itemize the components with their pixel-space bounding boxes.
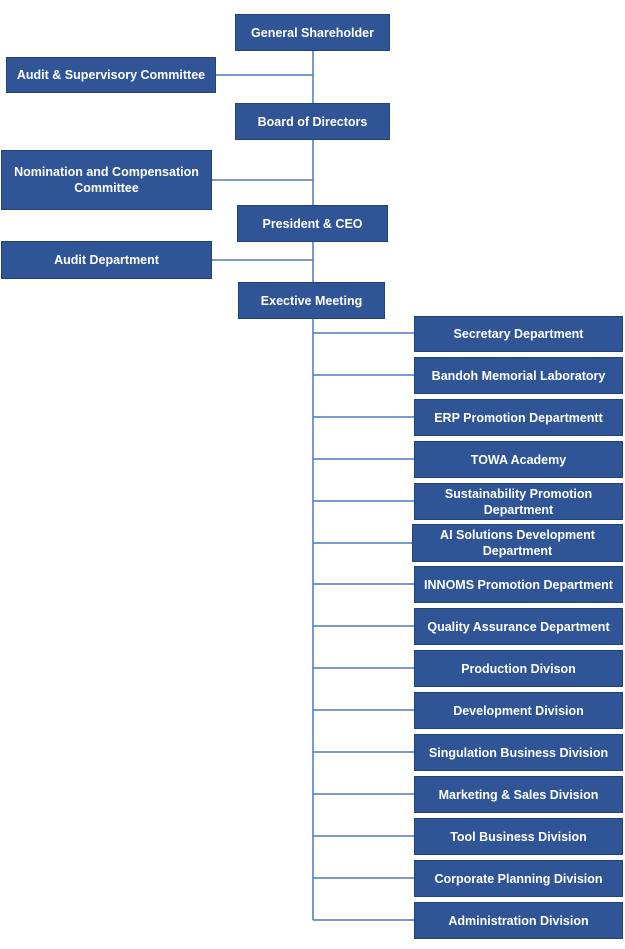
audit-supervisory-committee-box: Audit & Supervisory Committee [6, 57, 216, 93]
department-label: Development Division [453, 703, 584, 718]
department-label: Administration Division [448, 913, 589, 928]
department-box: Corporate Planning Division [414, 860, 623, 897]
general-shareholder-box: General Shareholder [235, 14, 390, 51]
department-label: Tool Business Division [450, 829, 587, 844]
department-box: AI Solutions Development Department [412, 524, 623, 562]
department-label: Marketing & Sales Division [438, 787, 599, 802]
department-label: Corporate Planning Division [434, 871, 603, 886]
audit-department-box: Audit Department [1, 241, 212, 279]
executive-meeting-box: Exective Meeting [238, 282, 385, 319]
department-box: Tool Business Division [414, 818, 623, 855]
department-box: Sustainability Promotion Department [414, 483, 623, 520]
audit-department-label: Audit Department [54, 253, 159, 267]
executive-meeting-label: Exective Meeting [260, 293, 363, 308]
board-of-directors-box: Board of Directors [235, 103, 390, 140]
department-label: Singulation Business Division [428, 745, 609, 760]
department-label: TOWA Academy [470, 452, 567, 467]
audit-supervisory-committee-label: Audit & Supervisory Committee [16, 68, 206, 82]
department-label: AI Solutions Development Department [440, 528, 595, 558]
department-box: Quality Assurance Department [414, 608, 623, 645]
department-label: Secretary Department [453, 327, 584, 341]
department-label: Production Divison [461, 661, 576, 676]
department-box: Development Division [414, 692, 623, 729]
department-label: Quality Assurance Department [427, 619, 610, 634]
nomination-compensation-committee-box: Nomination and Compensation Committee [1, 150, 212, 210]
department-box: Bandoh Memorial Laboratory [414, 357, 623, 394]
department-box: Singulation Business Division [414, 734, 623, 771]
department-box: Marketing & Sales Division [414, 776, 623, 813]
president-ceo-box: President & CEO [237, 205, 388, 242]
department-label: INNOMS Promotion Department [424, 577, 613, 592]
nomination-compensation-committee-label: Nomination and Compensation Committee [14, 165, 199, 195]
department-box: ERP Promotion Departmentt [414, 399, 623, 436]
department-label: ERP Promotion Departmentt [434, 410, 603, 425]
president-ceo-label: President & CEO [262, 216, 363, 231]
department-box: INNOMS Promotion Department [414, 566, 623, 603]
general-shareholder-label: General Shareholder [251, 25, 374, 40]
board-of-directors-label: Board of Directors [257, 114, 368, 129]
department-box: TOWA Academy [414, 441, 623, 478]
department-box: Production Divison [414, 650, 623, 687]
department-box: Administration Division [414, 902, 623, 939]
department-box: Secretary Department [414, 316, 623, 352]
department-label: Sustainability Promotion Department [444, 486, 593, 517]
department-label: Bandoh Memorial Laboratory [431, 368, 606, 383]
